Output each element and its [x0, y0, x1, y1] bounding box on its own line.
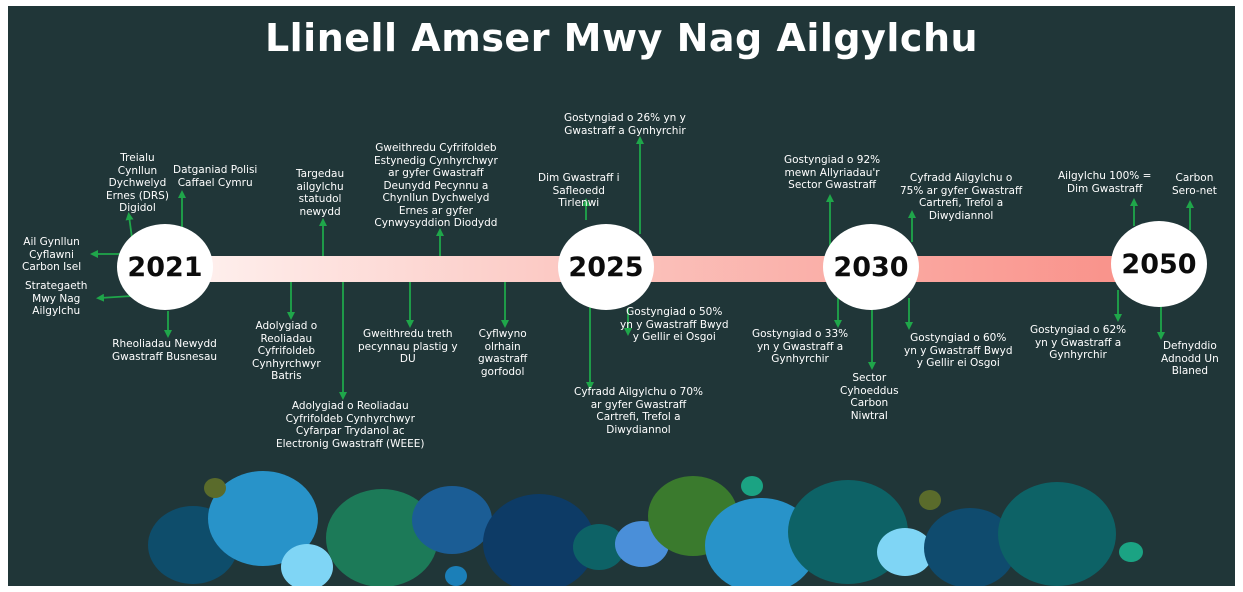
event-label: Gweithredu Cyfrifoldeb Estynedig Cynhyrc… — [374, 142, 498, 229]
arrow-layer — [90, 136, 1194, 400]
event-label: Strategaeth Mwy Nag Ailgylchu — [25, 280, 88, 317]
event-label: Gostyngiad o 33% yn y Gwastraff a Gynhyr… — [752, 328, 849, 365]
event-label: Carbon Sero-net — [1172, 172, 1217, 197]
decor-circle — [741, 476, 763, 496]
year-marker-2030: 2030 — [823, 224, 919, 310]
event-label: Gostyngiad o 50% yn y Gwastraff Bwyd y G… — [620, 306, 729, 343]
event-label: Gostyngiad o 60% yn y Gwastraff Bwyd y G… — [904, 332, 1013, 369]
year-marker-2025: 2025 — [558, 224, 654, 310]
event-label: Ailgylchu 100% = Dim Gwastraff — [1058, 170, 1152, 195]
year-marker-2050: 2050 — [1111, 221, 1207, 307]
event-label: Adolygiad o Reoliadau Cyfrifoldeb Cynhyr… — [276, 400, 425, 450]
event-label: Gweithredu treth pecynnau plastig y DU — [358, 328, 458, 365]
event-label: Cyflwyno olrhain gwastraff gorfodol — [478, 328, 528, 378]
event-label: Cyfradd Ailgylchu o 75% ar gyfer Gwastra… — [900, 172, 1023, 222]
decor-circle — [919, 490, 941, 510]
timeline-bar — [166, 256, 1166, 282]
year-marker-2021: 2021 — [117, 224, 213, 310]
page-title: Llinell Amser Mwy Nag Ailgylchu — [264, 16, 979, 60]
decor-circle — [412, 486, 492, 554]
event-label: Rheoliadau Newydd Gwastraff Busnesau — [112, 338, 218, 363]
event-label: Datganiad Polisi Caffael Cymru — [173, 164, 258, 189]
event-label: Targedau ailgylchu statudol newydd — [296, 168, 345, 218]
event-label: Gostyngiad o 26% yn y Gwastraff a Gynhyr… — [564, 112, 686, 137]
event-label: Adolygiad o Reoliadau Cyfrifoldeb Cynhyr… — [252, 320, 321, 382]
event-label: Defnyddio Adnodd Un Blaned — [1161, 340, 1219, 377]
event-label: Cyfradd Ailgylchu o 70% ar gyfer Gwastra… — [574, 386, 703, 436]
event-label: Treialu Cynllun Dychwelyd Ernes (DRS) Di… — [106, 152, 169, 214]
decor-circle — [1119, 542, 1143, 562]
decor-circle — [998, 482, 1116, 586]
event-label: Ail Gynllun Cyflawni Carbon Isel — [22, 236, 82, 273]
event-label: Sector Cyhoeddus Carbon Niwtral — [840, 372, 899, 422]
event-label: Dim Gwastraff i Safleoedd Tirlenwi — [538, 172, 620, 209]
decor-circle — [204, 478, 226, 498]
arrow — [125, 212, 134, 239]
decor-circle — [281, 544, 333, 586]
event-label: Gostyngiad o 62% yn y Gwastraff a Gynhyr… — [1030, 324, 1127, 361]
decor-circle — [877, 528, 933, 576]
decor-circle — [445, 566, 467, 586]
event-label: Gostyngiad o 92% mewn Allyriadau'r Secto… — [784, 154, 881, 191]
arrow — [96, 293, 133, 302]
timeline-infographic: Llinell Amser Mwy Nag Ailgylchu — [8, 6, 1235, 586]
